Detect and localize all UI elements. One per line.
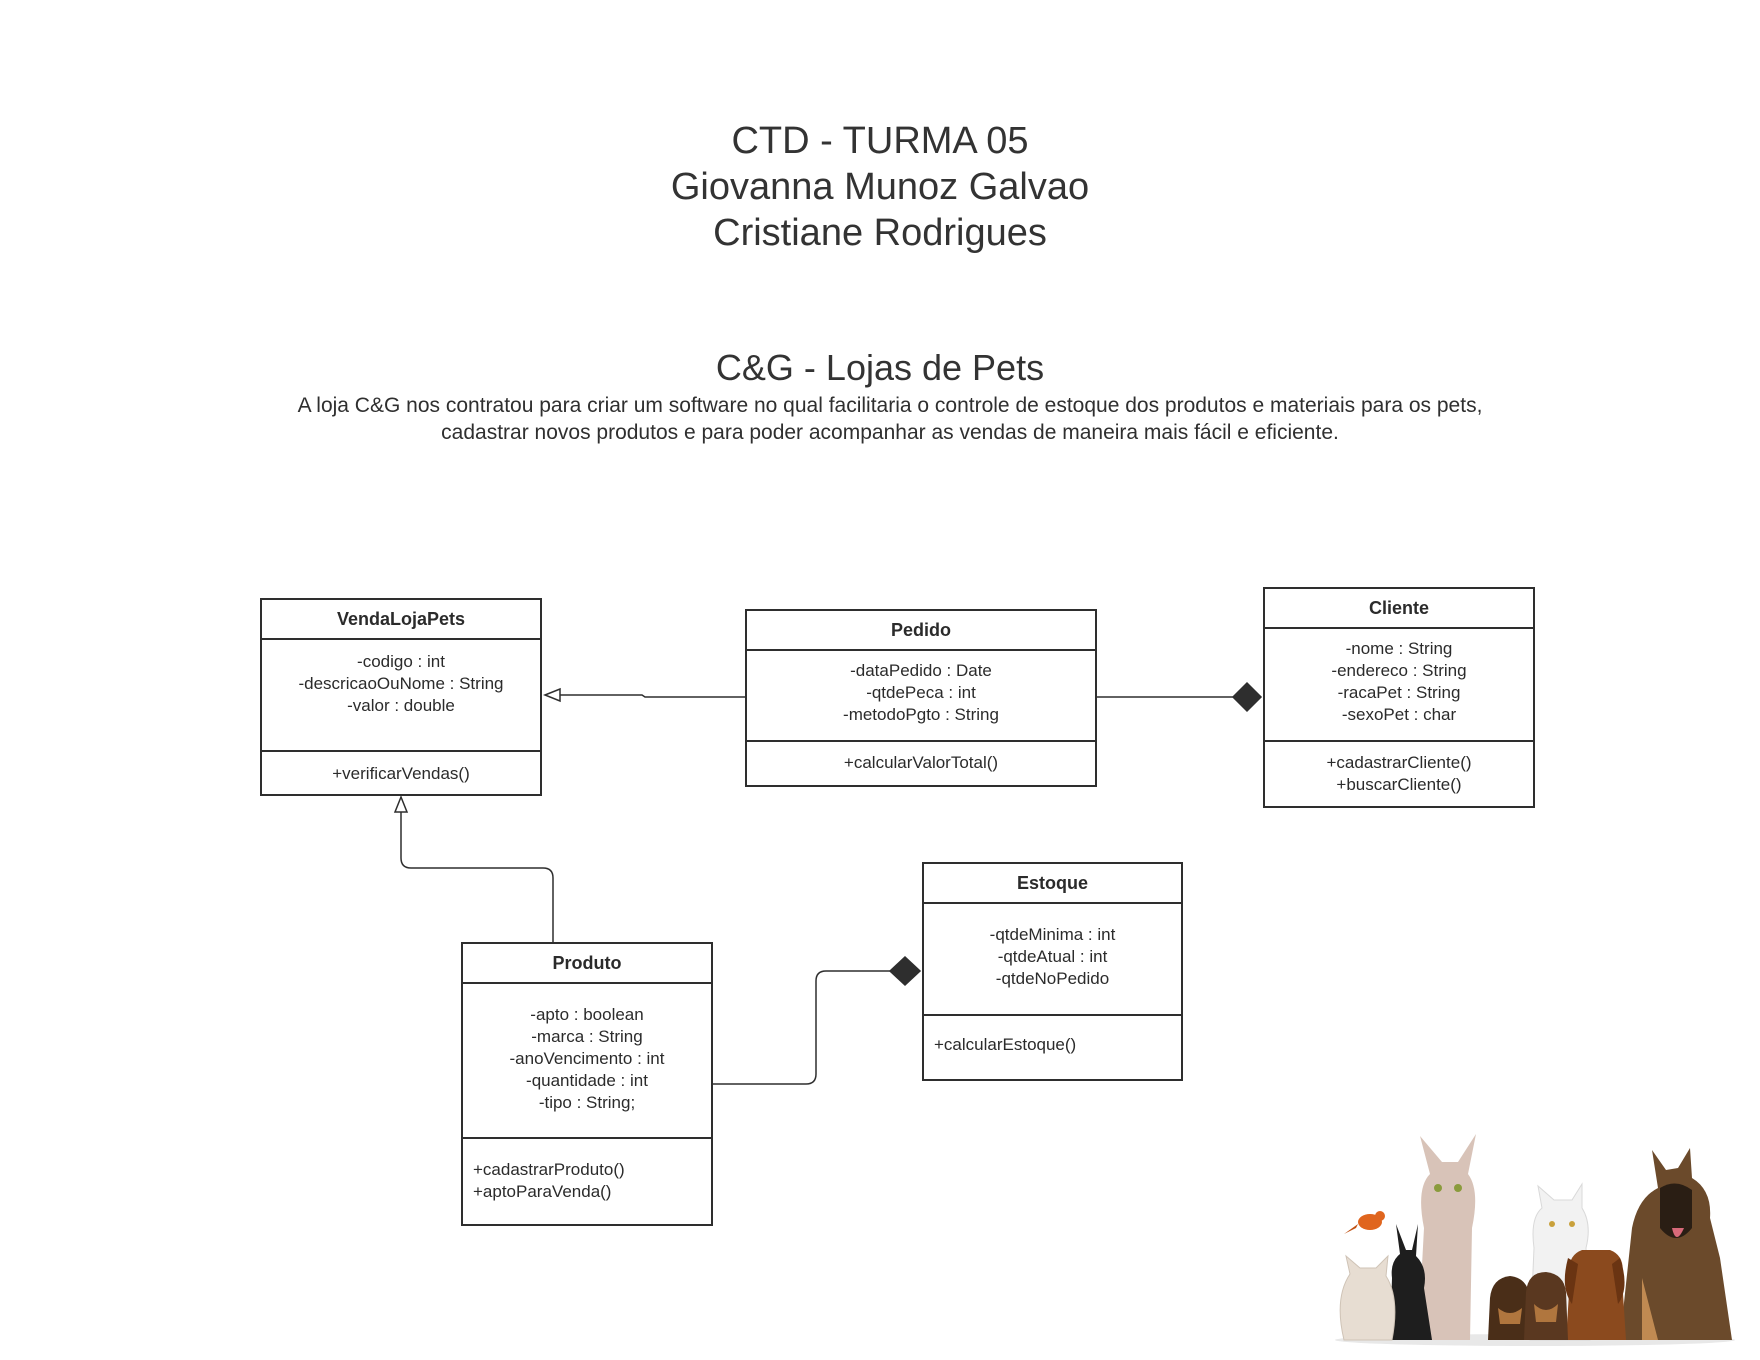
header-line-3: Cristiane Rodrigues: [713, 212, 1047, 254]
attribute: -valor : double: [347, 696, 455, 715]
class-pedido[interactable]: Pedido -dataPedido : Date -qtdePeca : in…: [745, 609, 1097, 787]
class-estoque[interactable]: Estoque -qtdeMinima : int -qtdeAtual : i…: [922, 862, 1183, 1081]
project-title: C&G - Lojas de Pets: [715, 347, 1045, 388]
attribute: -endereco : String: [1331, 661, 1467, 680]
generalization-arrowhead-produto: [393, 794, 409, 813]
class-cliente[interactable]: Cliente -nome : String -endereco : Strin…: [1263, 587, 1535, 808]
attribute: -descricaoOuNome : String: [298, 674, 504, 693]
class-attributes: -codigo : int -descricaoOuNome : String …: [262, 640, 540, 752]
composition-diamond-estoque: [888, 955, 922, 987]
attribute: -apto : boolean: [530, 1005, 644, 1024]
attribute: -anoVencimento : int: [509, 1049, 665, 1068]
pets-illustration: [1335, 1134, 1735, 1346]
page-header: CTD - TURMA 05 Giovanna Munoz Galvao Cri…: [0, 118, 1760, 256]
attribute: -marca : String: [531, 1027, 643, 1046]
dachshund-dog: [1564, 1250, 1626, 1340]
class-operations: +verificarVendas(): [262, 752, 540, 794]
class-attributes: -apto : boolean -marca : String -anoVenc…: [463, 984, 711, 1139]
german-shepherd-dog: [1620, 1148, 1732, 1340]
attribute: -qtdeNoPedido: [995, 969, 1110, 988]
header-line-1: CTD - TURMA 05: [731, 120, 1029, 162]
connector-produto-venda: [400, 812, 554, 942]
attribute: -qtdePeca : int: [866, 683, 976, 702]
class-name: Estoque: [924, 864, 1181, 904]
class-produto[interactable]: Produto -apto : boolean -marca : String …: [461, 942, 713, 1226]
black-rabbit: [1390, 1224, 1432, 1340]
attribute: -qtdeAtual : int: [997, 947, 1108, 966]
description-line-1: A loja C&G nos contratou para criar um s…: [297, 394, 1483, 417]
operation: +calcularEstoque(): [934, 1035, 1077, 1054]
attribute: -dataPedido : Date: [850, 661, 992, 680]
attribute: -qtdeMinima : int: [989, 925, 1116, 944]
puppies: [1488, 1272, 1568, 1340]
composition-diamond-cliente: [1231, 681, 1263, 713]
class-name: Pedido: [747, 611, 1095, 651]
attribute: -codigo : int: [357, 652, 445, 671]
attribute: -sexoPet : char: [1341, 705, 1457, 724]
class-operations: +cadastrarCliente() +buscarCliente(): [1265, 742, 1533, 806]
header-line-2: Giovanna Munoz Galvao: [670, 166, 1090, 208]
class-venda-loja-pets[interactable]: VendaLojaPets -codigo : int -descricaoOu…: [260, 598, 542, 796]
attribute: -metodoPgto : String: [843, 705, 999, 724]
class-operations: +calcularValorTotal(): [747, 742, 1095, 785]
operation: +buscarCliente(): [1336, 775, 1462, 794]
class-name: Cliente: [1265, 589, 1533, 629]
class-attributes: -qtdeMinima : int -qtdeAtual : int -qtde…: [924, 904, 1181, 1016]
attribute: -quantidade : int: [526, 1071, 648, 1090]
operation: +aptoParaVenda(): [473, 1182, 612, 1201]
class-attributes: -nome : String -endereco : String -racaP…: [1265, 629, 1533, 742]
class-attributes: -dataPedido : Date -qtdePeca : int -meto…: [747, 651, 1095, 742]
sphynx-cat: [1418, 1134, 1476, 1340]
attribute: -tipo : String;: [538, 1093, 636, 1112]
class-name: Produto: [463, 944, 711, 984]
operation: +calcularValorTotal(): [843, 753, 999, 772]
persian-kitten: [1339, 1254, 1396, 1341]
generalization-arrowhead-pedido: [542, 687, 561, 703]
attribute: -racaPet : String: [1337, 683, 1461, 702]
attribute: -nome : String: [1345, 639, 1453, 658]
operation: +cadastrarCliente(): [1326, 753, 1472, 772]
project-description: A loja C&G nos contratou para criar um s…: [240, 392, 1540, 446]
class-operations: +calcularEstoque(): [924, 1016, 1181, 1079]
class-operations: +cadastrarProduto() +aptoParaVenda(): [463, 1139, 711, 1224]
operation: +cadastrarProduto(): [473, 1160, 625, 1179]
class-name: VendaLojaPets: [262, 600, 540, 640]
connector-pedido-venda: [560, 694, 745, 698]
connector-produto-estoque: [713, 970, 890, 1085]
canary-bird: [1344, 1211, 1385, 1234]
operation: +verificarVendas(): [332, 764, 470, 783]
description-line-2: cadastrar novos produtos e para poder ac…: [441, 421, 1339, 444]
